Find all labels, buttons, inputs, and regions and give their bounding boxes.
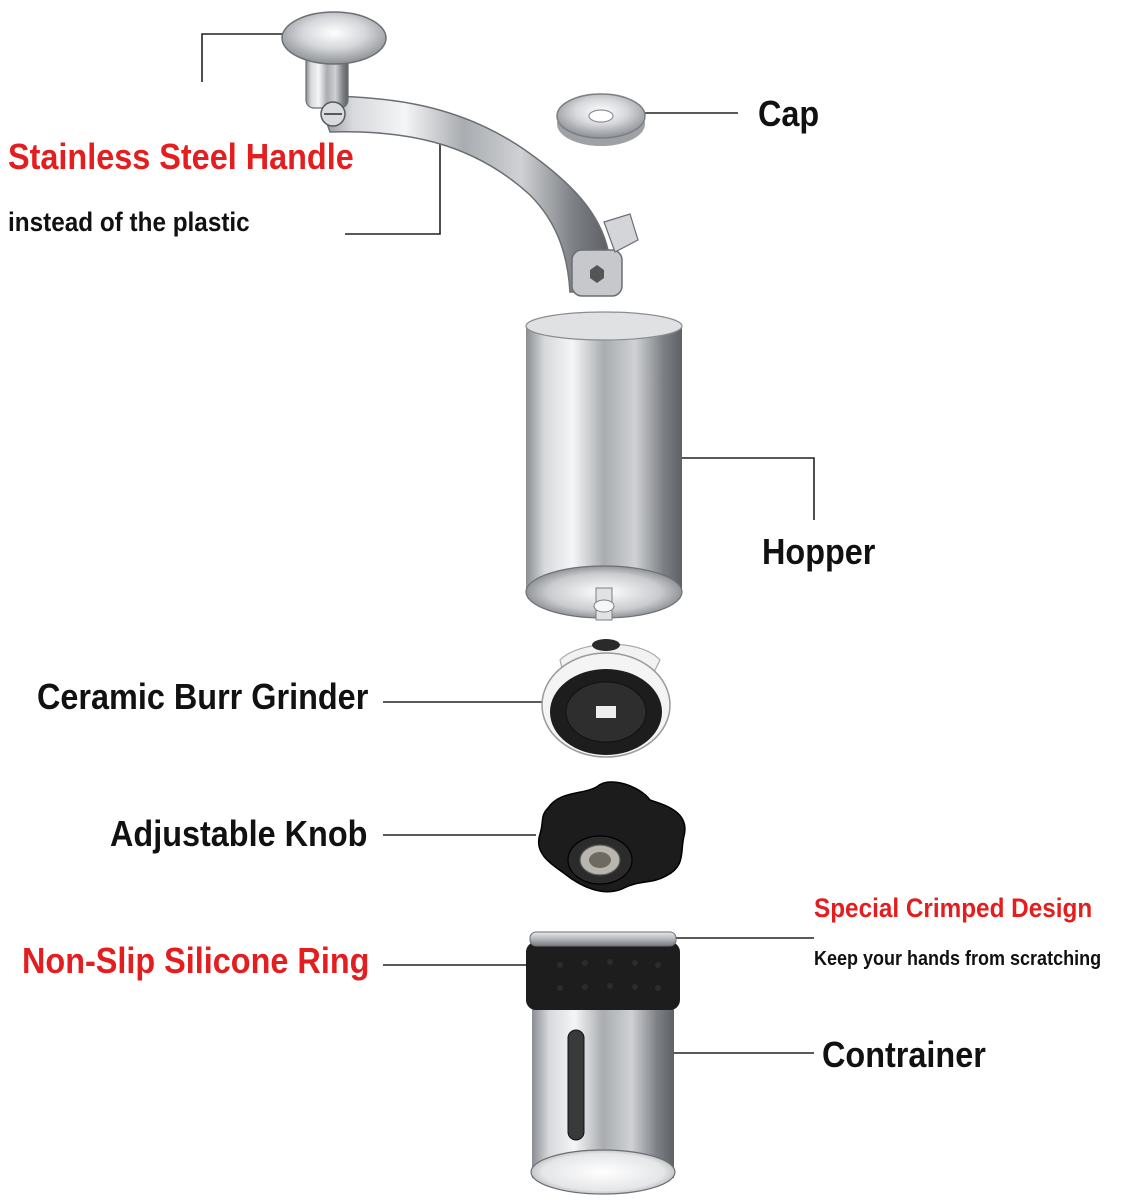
container-part <box>526 931 680 1195</box>
ceramic-burr-label: Ceramic Burr Grinder <box>37 676 369 717</box>
stainless-steel-handle <box>281 11 639 297</box>
silicone-ring-label: Non-Slip Silicone Ring <box>22 940 370 981</box>
cap-label: Cap <box>758 93 820 134</box>
handle-knob-leader <box>201 33 296 82</box>
crimped-design-title-label: Special Crimped Design <box>814 893 1093 923</box>
crimped-design-subtitle-label: Keep your hands from scratching <box>814 948 1102 970</box>
adjustable-knob-part <box>537 781 686 893</box>
hopper-part <box>525 311 683 621</box>
handle-arm-leader <box>345 130 441 235</box>
handle-title-label: Stainless Steel Handle <box>8 136 354 177</box>
hopper-label: Hopper <box>762 531 876 572</box>
ceramic-burr-part <box>541 639 671 758</box>
leader-lines <box>201 33 815 1054</box>
hopper-leader <box>640 457 815 520</box>
container-label: Contrainer <box>822 1034 986 1075</box>
handle-subtitle-label: instead of the plastic <box>8 207 250 237</box>
cap-part <box>556 93 646 146</box>
adjustable-knob-label: Adjustable Knob <box>110 813 368 854</box>
